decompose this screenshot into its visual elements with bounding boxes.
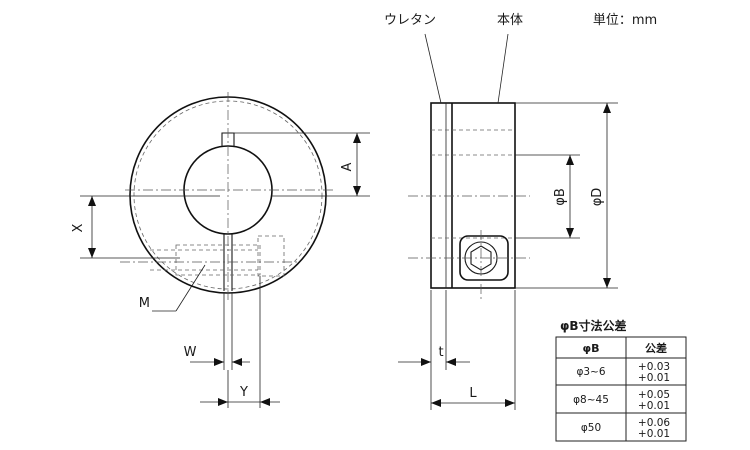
table-row-2-upper: +0.05 — [638, 389, 670, 401]
label-urethane: ウレタン — [384, 13, 436, 28]
label-A: A — [340, 162, 355, 171]
dimension-X: X — [71, 195, 220, 259]
unit-label: 単位：mm — [593, 12, 657, 28]
dimension-M: M — [139, 264, 206, 312]
dimension-B: φB — [515, 154, 580, 239]
table-row-2-lower: +0.01 — [638, 400, 670, 412]
dimension-Y: Y — [200, 276, 280, 408]
dimension-A: A — [232, 132, 370, 197]
table-row-3-size: φ50 — [581, 422, 601, 434]
hidden-screw-hole — [175, 244, 261, 276]
label-M: M — [139, 296, 150, 311]
side-body-outline — [430, 102, 516, 289]
table-row-3-lower: +0.01 — [638, 428, 670, 440]
table-row-1-upper: +0.03 — [638, 361, 670, 373]
label-t: t — [438, 345, 443, 360]
label-W: W — [184, 345, 197, 360]
front-view — [120, 92, 335, 300]
table-header-tolerance: 公差 — [645, 341, 667, 355]
table-row-3-upper: +0.06 — [638, 417, 670, 429]
table-header-size: φB — [583, 342, 600, 355]
label-L: L — [469, 386, 477, 401]
table-row-1-size: φ3~6 — [576, 366, 605, 378]
label-body: 本体 — [497, 13, 523, 28]
side-view — [408, 102, 530, 300]
dimension-t: t — [398, 290, 470, 410]
label-X: X — [71, 223, 86, 232]
table-row-2-size: φ8~45 — [573, 394, 609, 406]
label-B: φB — [553, 188, 568, 206]
dimension-D: φD — [515, 102, 618, 289]
tolerance-table-title: φB寸法公差 — [560, 318, 627, 333]
tolerance-table: φB寸法公差 φB 公差 φ3~6 +0.03 +0.01 φ8~45 +0.0… — [555, 318, 687, 442]
hidden-screw-head — [257, 235, 285, 277]
dimension-L: L — [431, 290, 516, 410]
label-D: φD — [590, 188, 605, 207]
label-Y: Y — [239, 385, 248, 400]
table-row-1-lower: +0.01 — [638, 372, 670, 384]
slit — [223, 234, 233, 291]
side-labels: ウレタン 本体 単位：mm — [384, 12, 657, 104]
dimension-W: W — [184, 292, 250, 370]
